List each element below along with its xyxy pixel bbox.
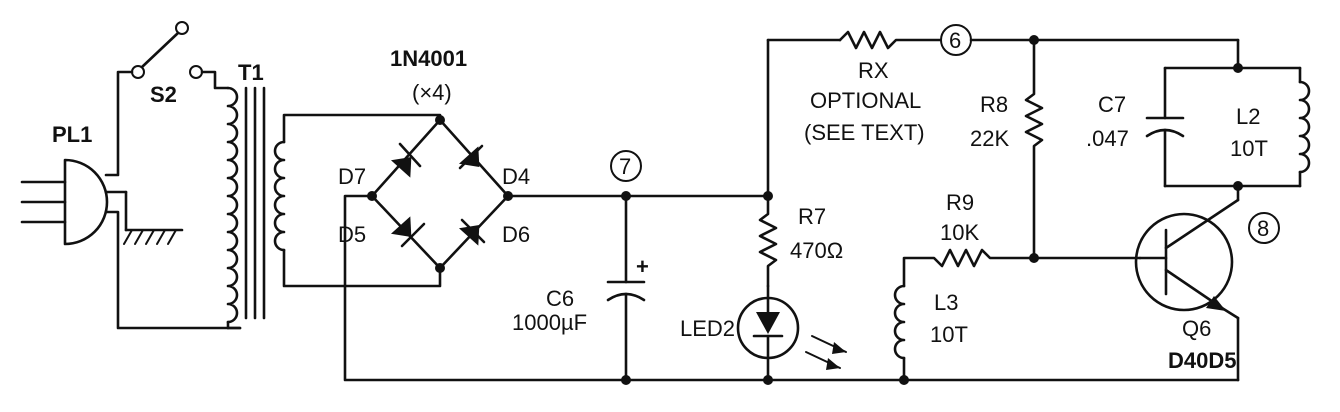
c6-name: C6 <box>546 286 574 311</box>
c6-polarity: + <box>636 254 649 279</box>
switch-s2: S2 <box>131 21 203 107</box>
resistor-r7: R7 470Ω <box>758 194 843 288</box>
q6-part: D40D5 <box>1168 348 1236 373</box>
s2-label: S2 <box>150 82 177 107</box>
resistor-rx: RX OPTIONAL (SEE TEXT) <box>804 30 942 145</box>
rx-note-2: (SEE TEXT) <box>804 120 925 145</box>
d4-label: D4 <box>502 164 530 189</box>
node-8: 8 <box>1248 212 1280 244</box>
node-6-label: 6 <box>949 28 961 53</box>
resistor-r9: R9 10K <box>902 190 1036 288</box>
rx-note-1: OPTIONAL <box>810 88 921 113</box>
c6-value: 1000µF <box>512 310 587 335</box>
led2-label: LED2 <box>680 316 735 341</box>
l3-name: L3 <box>934 290 958 315</box>
transistor-q6: Q6 D40D5 <box>1134 184 1240 382</box>
d7-label: D7 <box>338 164 366 189</box>
c7-name: C7 <box>1098 92 1126 117</box>
l2-name: L2 <box>1236 104 1260 129</box>
r7-name: R7 <box>798 204 826 229</box>
t1-label: T1 <box>238 60 264 85</box>
node-7-label: 7 <box>619 154 631 179</box>
diode-part-label: 1N4001 <box>390 46 467 71</box>
capacitor-c6: + C6 1000µF <box>512 194 649 382</box>
r9-value: 10K <box>940 220 979 245</box>
c7-value: .047 <box>1086 126 1129 151</box>
r9-name: R9 <box>946 190 974 215</box>
node-6: 6 <box>940 24 972 56</box>
node-8-label: 8 <box>1257 216 1269 241</box>
pl1-label: PL1 <box>52 122 92 147</box>
led2: LED2 <box>680 284 847 382</box>
l3-value: 10T <box>930 322 968 347</box>
r8-name: R8 <box>980 92 1008 117</box>
diode-qty-label: (×4) <box>412 80 452 105</box>
r8-value: 22K <box>970 126 1009 151</box>
rx-name: RX <box>858 58 889 83</box>
l2-value: 10T <box>1230 136 1268 161</box>
q6-name: Q6 <box>1182 316 1211 341</box>
inductor-l2: L2 10T <box>1230 66 1311 188</box>
capacitor-c7: C7 .047 <box>1086 66 1185 188</box>
transformer-t1: T1 <box>226 60 286 330</box>
r7-value: 470Ω <box>790 238 843 263</box>
node-7: 7 <box>610 150 642 182</box>
inductor-l3: L3 10T <box>893 284 968 382</box>
ground-symbol <box>104 190 184 245</box>
d6-label: D6 <box>502 222 530 247</box>
d5-label: D5 <box>338 222 366 247</box>
plug-pl1: PL1 <box>20 122 109 246</box>
bridge-rectifier: 1N4001 (×4) D7 D4 D5 D6 <box>338 46 530 273</box>
resistor-r8: R8 22K <box>970 38 1044 260</box>
